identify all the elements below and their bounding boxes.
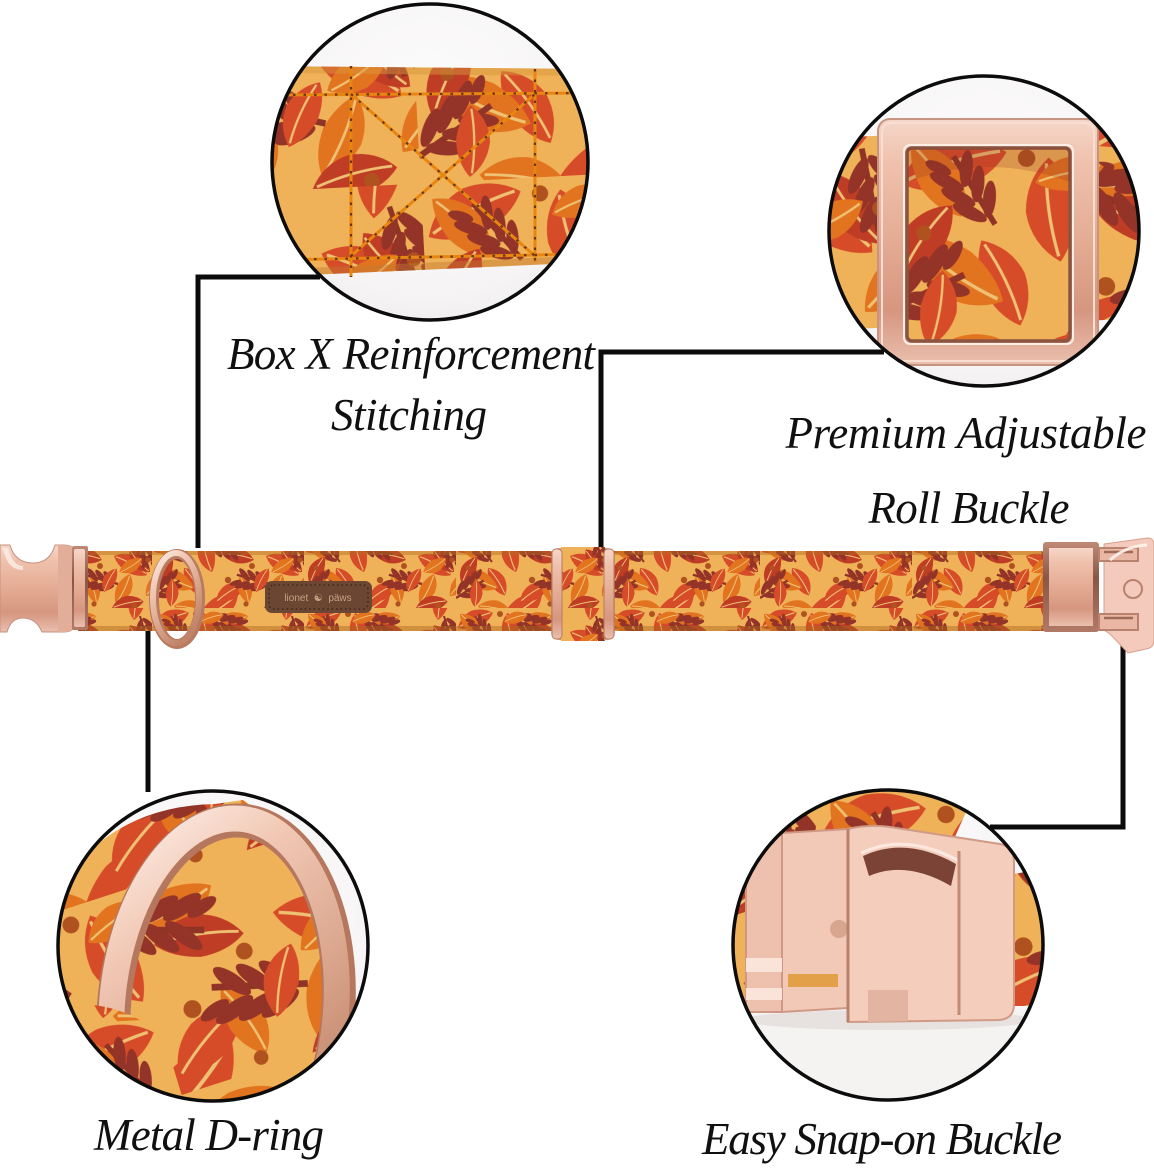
svg-text:lionet ☯ päws: lionet ☯ päws — [284, 593, 351, 604]
svg-text:Box X Reinforcement: Box X Reinforcement — [227, 329, 596, 379]
svg-text:Metal D-ring: Metal D-ring — [93, 1110, 324, 1160]
svg-text:Roll Buckle: Roll Buckle — [868, 483, 1070, 533]
svg-text:Easy Snap-on Buckle: Easy Snap-on Buckle — [701, 1114, 1062, 1164]
svg-text:Stitching: Stitching — [331, 390, 487, 440]
svg-text:Premium Adjustable: Premium Adjustable — [785, 408, 1147, 458]
